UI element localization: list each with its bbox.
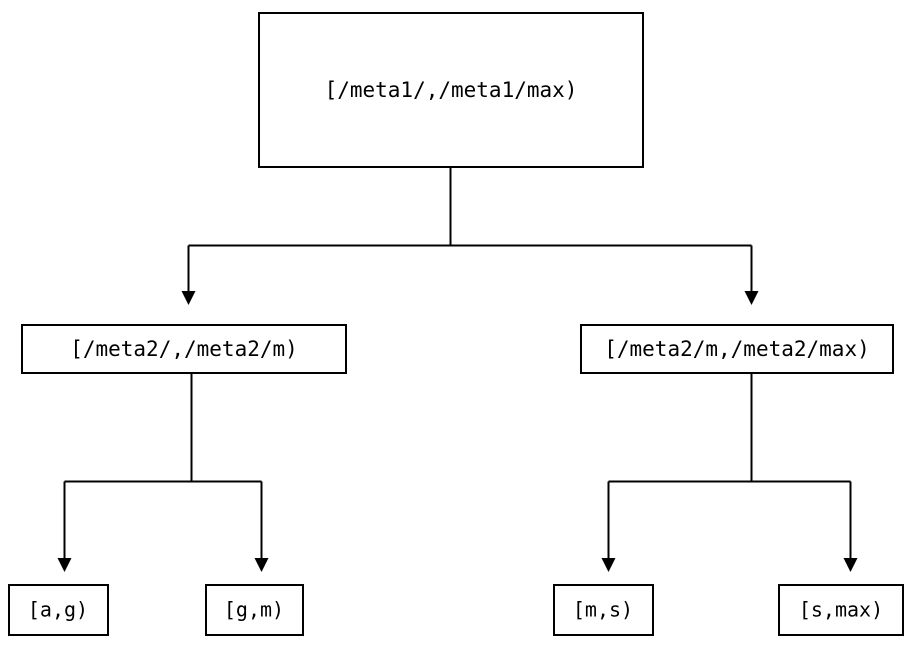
node-mid-right[interactable]: [/meta2/m,/meta2/max) <box>579 323 895 375</box>
node-leaf-g-m[interactable]: [g,m) <box>204 583 305 637</box>
node-leaf-s-max-box[interactable] <box>777 583 905 637</box>
node-leaf-a-g[interactable]: [a,g) <box>7 583 110 637</box>
edge-group-root-to-level1 <box>181 167 759 305</box>
node-leaf-m-s-box[interactable] <box>552 583 655 637</box>
edge-group-midright-to-leaves <box>601 373 858 572</box>
node-leaf-a-g-box[interactable] <box>7 583 110 637</box>
node-leaf-m-s-label: [m,s) <box>573 598 633 622</box>
edge-group-midleft-to-leaves <box>57 373 269 572</box>
node-leaf-s-max-label: [s,max) <box>799 598 883 622</box>
arrowhead-root-to-mid-left <box>181 291 196 305</box>
node-leaf-g-m-label: [g,m) <box>224 598 284 622</box>
node-mid-left-label: [/meta2/,/meta2/m) <box>70 337 298 361</box>
node-leaf-a-g-label: [a,g) <box>28 598 88 622</box>
node-mid-left-box[interactable] <box>20 323 348 375</box>
node-mid-right-label: [/meta2/m,/meta2/max) <box>604 337 870 361</box>
node-leaf-m-s[interactable]: [m,s) <box>552 583 655 637</box>
node-mid-right-box[interactable] <box>579 323 895 375</box>
arrowhead-mid-left-to-leaf-gm <box>254 558 269 572</box>
arrowhead-root-to-mid-right <box>744 291 759 305</box>
arrowhead-mid-right-to-leaf-smax <box>843 558 858 572</box>
node-leaf-g-m-box[interactable] <box>204 583 305 637</box>
node-leaf-s-max[interactable]: [s,max) <box>777 583 905 637</box>
arrowhead-mid-right-to-leaf-ms <box>601 558 616 572</box>
node-root-label: [/meta1/,/meta1/max) <box>325 78 578 102</box>
node-root[interactable]: [/meta1/,/meta1/max) <box>257 11 645 169</box>
node-root-box[interactable] <box>257 11 645 169</box>
arrowhead-mid-left-to-leaf-ag <box>57 558 72 572</box>
node-mid-left[interactable]: [/meta2/,/meta2/m) <box>20 323 348 375</box>
